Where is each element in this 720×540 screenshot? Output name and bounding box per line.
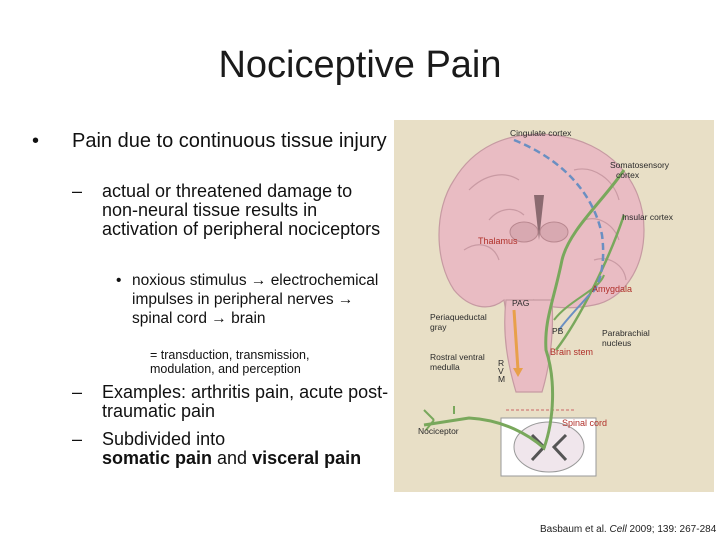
citation: Basbaum et al. Cell 2009; 139: 267-284 (540, 524, 716, 535)
brain-gyri (463, 168, 627, 281)
bullet-dash: – (72, 429, 83, 449)
bullet-text: actual or threatened damage to non-neura… (102, 181, 381, 239)
label-somatosensory-1: Somatosensory (610, 160, 670, 170)
brain-shape (438, 133, 645, 313)
label-rvm-v: V (498, 366, 504, 376)
label-spinal-cord: Spinal cord (562, 418, 607, 428)
label-amygdala: Amygdala (592, 284, 632, 294)
thalamus-left (509, 221, 539, 243)
label-rvm-r: R (498, 358, 504, 368)
label-brainstem: Brain stem (550, 347, 593, 357)
slide-title: Nociceptive Pain (218, 44, 502, 86)
thalamus-right (539, 221, 569, 243)
label-pb: PB (552, 326, 564, 336)
citation-details: 2009; 139: 267-284 (629, 524, 717, 535)
bullet-dash: – (72, 181, 83, 201)
amygdala-branch (553, 274, 605, 321)
label-parabrachial-2: nucleus (602, 338, 631, 348)
citation-authors: Basbaum et al. (540, 524, 607, 535)
bullet-dot: • (116, 272, 122, 289)
label-nociceptor: Nociceptor (418, 426, 459, 436)
process-note: = transduction, transmission, modulation… (150, 348, 310, 376)
label-pag-full-2: gray (430, 322, 447, 332)
subdivided-prefix: Subdivided into (102, 429, 226, 449)
label-cingulate: Cingulate cortex (510, 128, 572, 138)
ventricle-shape (534, 195, 544, 240)
label-pag: PAG (512, 298, 529, 308)
and-text: and (212, 448, 253, 468)
visceral-pain-term: visceral pain (252, 448, 362, 468)
citation-journal: Cell (609, 524, 627, 535)
somatic-pain-term: somatic pain (102, 448, 213, 468)
label-thalamus: Thalamus (478, 236, 518, 246)
bullet-dash: – (72, 382, 83, 402)
label-rvm-full-2: medulla (430, 362, 460, 372)
label-rvm-full-1: Rostral ventral (430, 352, 485, 362)
ascending-pathway (423, 169, 626, 451)
descending-pathway (512, 309, 520, 371)
label-somatosensory-2: cortex (616, 170, 640, 180)
bullet-text: Pain due to continuous tissue injury (72, 130, 387, 152)
label-rvm-m: M (498, 374, 505, 384)
descending-arrow-icon (513, 368, 523, 377)
label-parabrachial-1: Parabrachial (602, 328, 650, 338)
bullet-text: Examples: arthritis pain, acute post-tra… (102, 382, 389, 421)
bullet-dot: • (32, 130, 40, 152)
blue-pathway (558, 294, 590, 331)
bullet-text: noxious stimulus → electrochemical impul… (132, 272, 379, 327)
label-insular: Insular cortex (622, 212, 674, 222)
pain-pathway-figure: Cingulate cortex Somatosensory cortex In… (394, 120, 714, 492)
nociceptor-endings (423, 406, 455, 431)
label-pag-full-1: Periaqueductal (430, 312, 487, 322)
